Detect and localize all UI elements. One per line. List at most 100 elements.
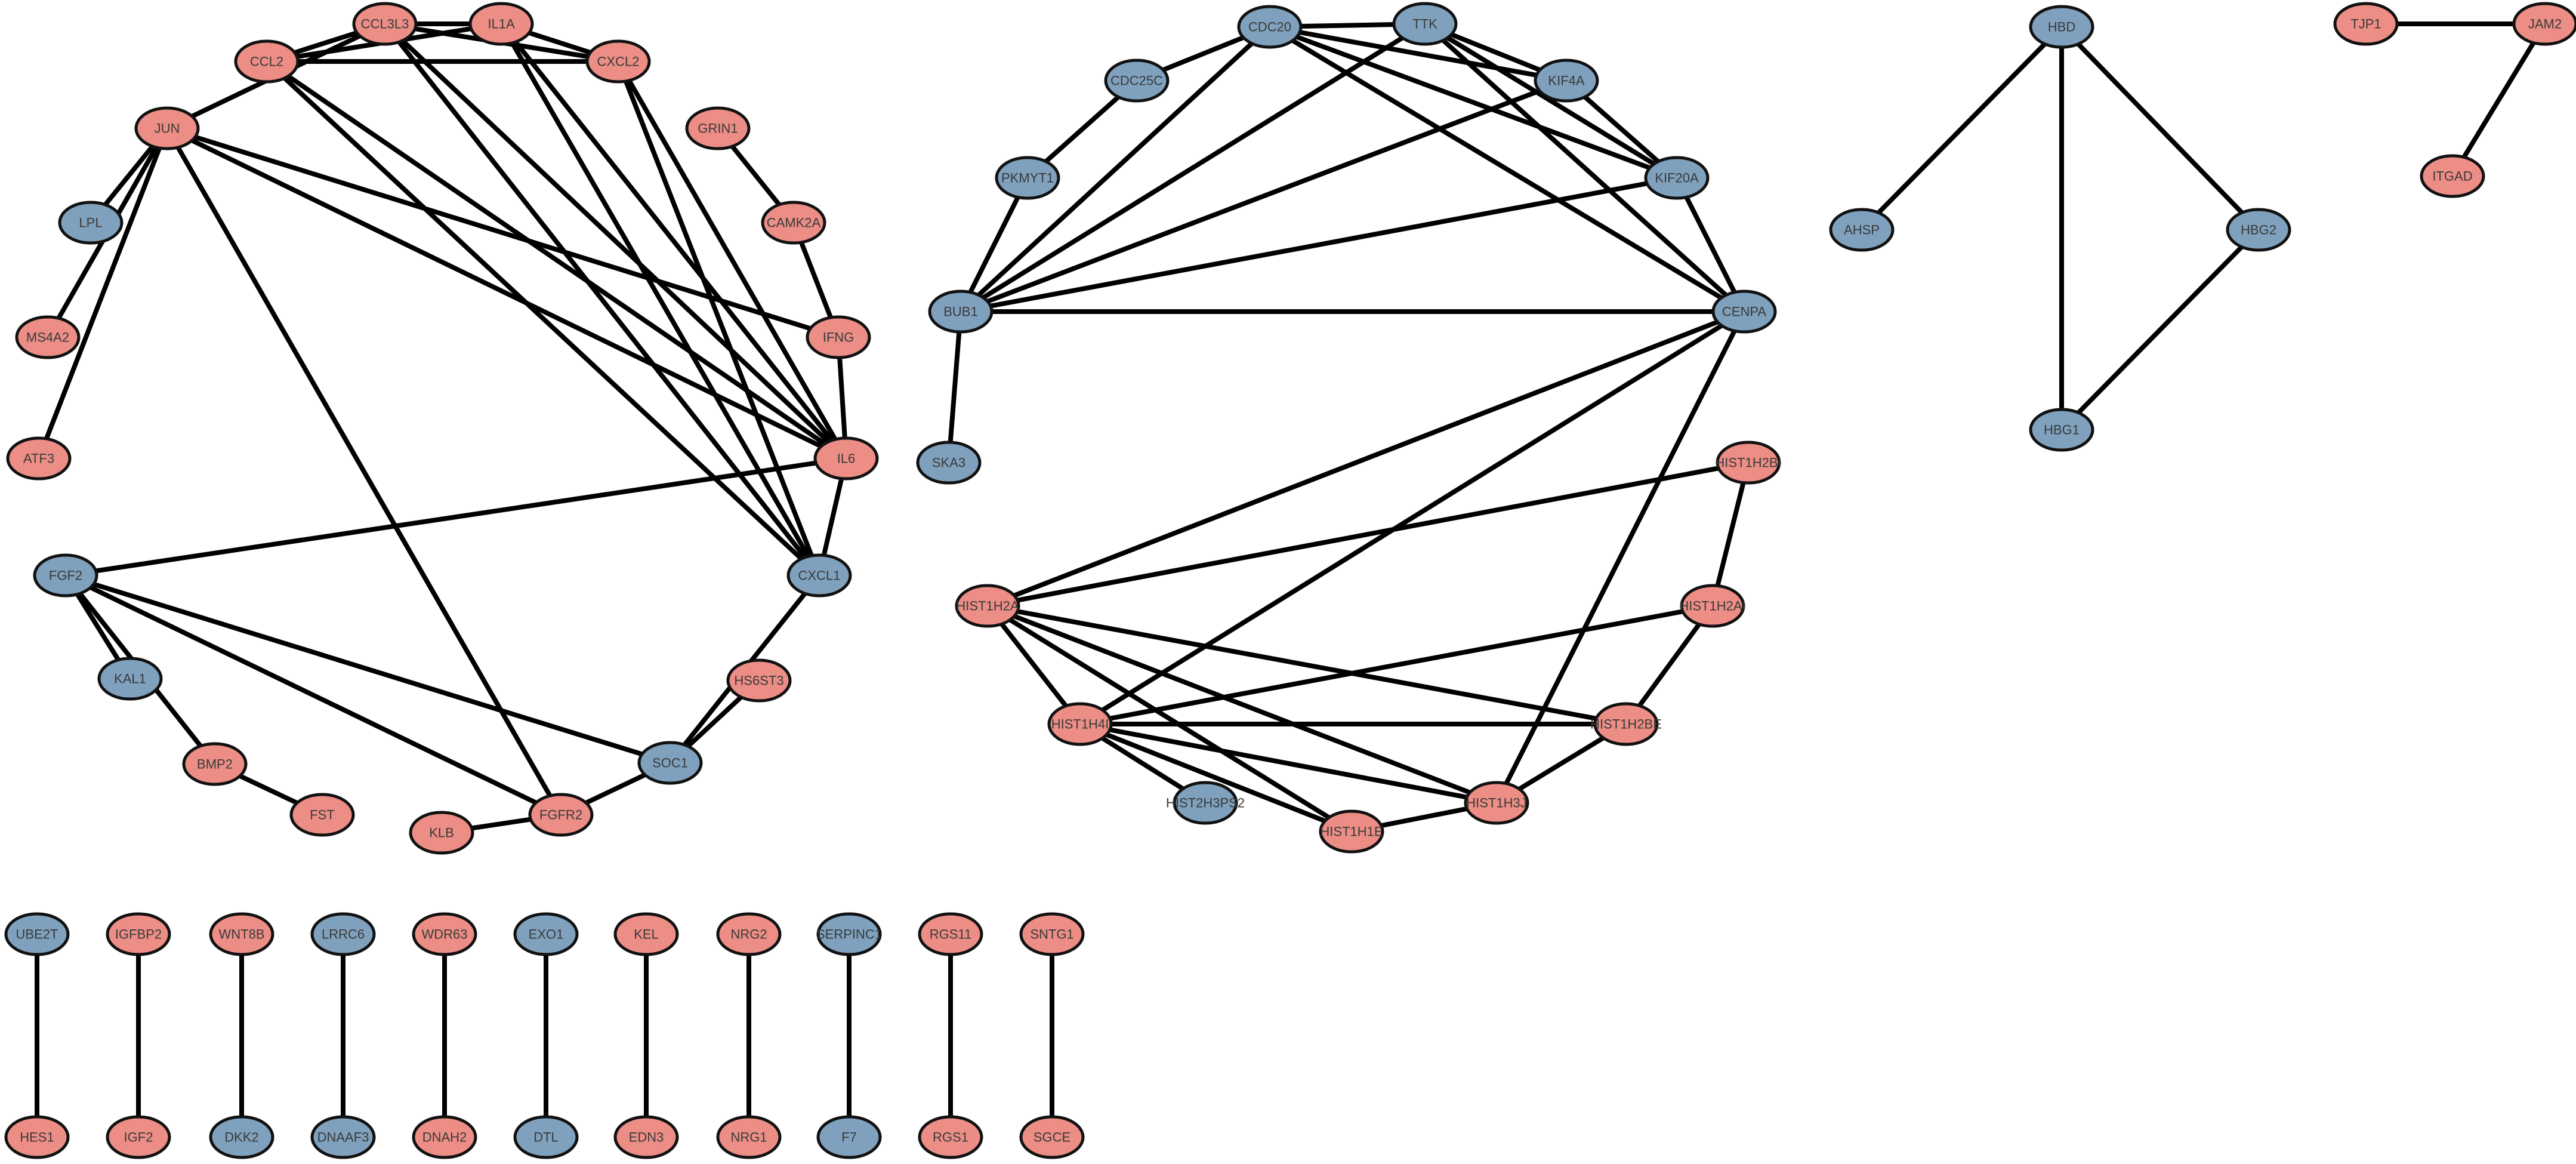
node-label: HIST1H1E — [1320, 824, 1383, 839]
node-ellipse — [2333, 2, 2399, 46]
edge-ccl3l3-cxcl1 — [382, 21, 822, 578]
node-itgad: ITGAD — [2420, 154, 2485, 198]
node-ellipse — [1593, 702, 1659, 746]
edge-kif20a-bub1 — [958, 175, 1679, 314]
node-ellipse — [1534, 58, 1599, 103]
node-ellipse — [928, 290, 994, 334]
node-tjp1: TJP1 — [2333, 2, 2399, 46]
node-sntg1: SNTG1 — [1019, 912, 1085, 956]
node-label: CCL3L3 — [361, 17, 409, 32]
node-label: F7 — [841, 1130, 857, 1145]
node-ahsp: AHSP — [1829, 208, 1895, 252]
node-ellipse — [716, 1115, 782, 1159]
node-ellipse — [637, 741, 703, 785]
node-label: BUB1 — [943, 304, 977, 319]
edge-cenpa-hist1h4i — [1078, 309, 1747, 726]
node-ellipse — [1319, 809, 1384, 854]
node-label: DNAAF3 — [317, 1130, 369, 1145]
node-label: UBE2T — [16, 927, 58, 942]
node-ellipse — [33, 553, 98, 598]
edge-cdc20-cenpa — [1267, 24, 1747, 314]
node-hs6st3: HS6ST3 — [726, 658, 792, 703]
edge-jun-ifng — [165, 126, 841, 340]
node-ube2t: UBE2T — [4, 912, 70, 956]
node-ellipse — [528, 793, 594, 837]
node-ellipse — [786, 553, 852, 598]
node-label: HS6ST3 — [734, 673, 783, 688]
node-igf2: IGF2 — [106, 1115, 171, 1159]
node-ellipse — [1644, 156, 1710, 200]
edge-kif4a-bub1 — [958, 78, 1569, 314]
edge-pkmyt1-bub1 — [958, 175, 1030, 314]
node-label: KEL — [634, 927, 659, 942]
node-dnah2: DNAH2 — [412, 1115, 477, 1159]
edge-cdc20-kif20a — [1267, 24, 1679, 180]
node-label: SERPINC1 — [816, 927, 882, 942]
edge-ttk-kif20a — [1423, 21, 1679, 180]
node-label: KLB — [429, 826, 454, 840]
node-label: NRG2 — [730, 927, 767, 942]
edge-ttk-bub1 — [958, 21, 1427, 314]
node-label: HIST1H3J — [1466, 796, 1526, 811]
node-label: EXO1 — [529, 927, 564, 942]
node-atf3: ATF3 — [6, 436, 72, 481]
edge-fgf2-fgfr2 — [63, 573, 563, 817]
node-ellipse — [761, 201, 826, 245]
node-cxcl2: CXCL2 — [585, 39, 651, 84]
edge-fgf2-soc1 — [63, 573, 672, 765]
node-label: ATF3 — [23, 451, 54, 466]
edge-ccl3l3-il6 — [382, 21, 849, 461]
node-label: DKK2 — [224, 1130, 258, 1145]
node-label: IGFBP2 — [115, 927, 162, 942]
node-ellipse — [209, 912, 274, 956]
node-sgce: SGCE — [1019, 1115, 1085, 1159]
edge-hist1h2a-hist1h2be — [985, 603, 1628, 726]
node-ellipse — [2226, 208, 2291, 252]
node-label: ITGAD — [2432, 169, 2472, 184]
node-ellipse — [1237, 5, 1303, 49]
node-il6: IL6 — [813, 436, 879, 481]
node-ellipse — [918, 1115, 983, 1159]
node-label: DNAH2 — [422, 1130, 467, 1145]
node-hist1h2be: HIST1H2BE — [1590, 702, 1662, 746]
node-kal1: KAL1 — [97, 657, 163, 701]
node-ttk: TTK — [1392, 2, 1458, 46]
node-rgs11: RGS11 — [918, 912, 983, 956]
node-hbg2: HBG2 — [2226, 208, 2291, 252]
node-ellipse — [726, 658, 792, 703]
node-label: SGCE — [1034, 1130, 1070, 1145]
node-ccl2: CCL2 — [234, 39, 300, 84]
edge-hist1h2ai-hist1h2be — [1624, 603, 1715, 726]
node-label: CXCL1 — [798, 568, 841, 583]
edge-il1a-cxcl1 — [499, 21, 822, 578]
edge-kif20a-cenpa — [1674, 175, 1747, 314]
node-ellipse — [6, 436, 72, 481]
node-bmp2: BMP2 — [182, 742, 248, 786]
node-ellipse — [310, 1115, 376, 1159]
node-label: TJP1 — [2350, 17, 2381, 32]
node-ellipse — [412, 1115, 477, 1159]
node-label: HES1 — [20, 1130, 54, 1145]
node-ellipse — [412, 912, 477, 956]
edge-jun-il6 — [165, 126, 849, 461]
node-ellipse — [15, 315, 81, 359]
node-cdc20: CDC20 — [1237, 5, 1303, 49]
edge-ttk-cenpa — [1423, 21, 1747, 314]
node-label: PKMYT1 — [1001, 171, 1054, 186]
node-hist1h2a: HIST1H2A — [955, 584, 1020, 628]
node-ellipse — [613, 912, 679, 956]
node-ellipse — [352, 2, 418, 46]
node-label: HIST1H2BI — [1715, 455, 1781, 470]
node-rgs1: RGS1 — [918, 1115, 983, 1159]
node-bub1: BUB1 — [928, 290, 994, 334]
edge-hist1h4i-hist1h3j — [1078, 722, 1499, 805]
node-ellipse — [1173, 781, 1238, 825]
node-camk2a: CAMK2A — [761, 201, 826, 245]
edge-il6-fgf2 — [63, 456, 849, 578]
node-ellipse — [806, 315, 871, 359]
node-hist1h4i: HIST1H4I — [1047, 702, 1113, 746]
node-ellipse — [813, 436, 879, 481]
node-exo1: EXO1 — [513, 912, 579, 956]
node-label: CCL2 — [250, 54, 283, 69]
